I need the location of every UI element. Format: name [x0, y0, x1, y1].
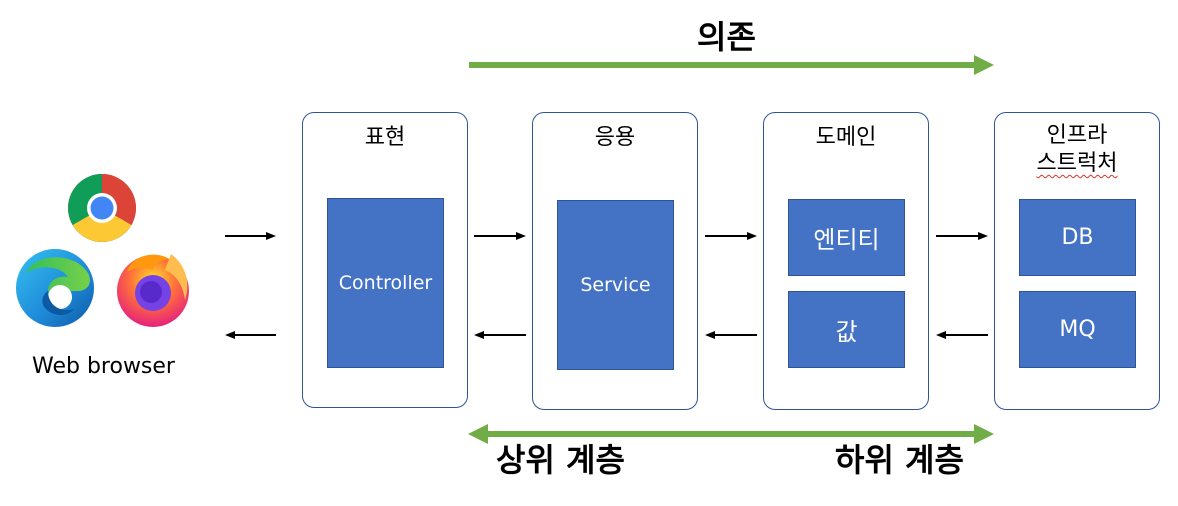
upper-layer-label: 상위 계층: [496, 441, 625, 479]
firefox-icon: [117, 254, 189, 327]
component-entity: 엔티티: [788, 199, 905, 276]
component-label: Controller: [338, 272, 433, 294]
layer-domain: 도메인 엔티티 값: [763, 112, 929, 410]
layer-hierarchy-arrow: [468, 424, 994, 444]
response-arrow-domain-application: [705, 331, 757, 339]
dependency-arrow: [469, 55, 994, 75]
component-label: 값: [835, 318, 858, 346]
component-label: 엔티티: [813, 226, 880, 254]
component-db: DB: [1019, 199, 1136, 276]
request-arrow-browser-presentation: [225, 232, 276, 240]
component-label: Service: [580, 274, 651, 296]
dependency-label: 의존: [697, 18, 756, 56]
layer-title-line1: 인프라: [1046, 123, 1108, 148]
chrome-icon: [68, 174, 136, 242]
component-value: 값: [788, 291, 905, 368]
component-controller: Controller: [327, 198, 444, 368]
response-arrow-presentation-browser: [225, 331, 276, 339]
layer-application: 응용 Service: [532, 112, 698, 410]
layer-title-line2-text: 스트럭처: [1036, 151, 1118, 176]
layer-title-line2: 스트럭처: [995, 149, 1159, 179]
response-arrow-application-presentation: [474, 331, 526, 339]
component-label: MQ: [1059, 317, 1096, 342]
response-arrow-infrastructure-domain: [936, 331, 988, 339]
layer-title: 응용: [594, 125, 636, 150]
component-mq: MQ: [1019, 291, 1136, 368]
request-arrow-application-domain: [705, 232, 757, 240]
layer-presentation: 표현 Controller: [302, 112, 468, 408]
request-arrow-presentation-application: [474, 232, 526, 240]
request-arrow-domain-infrastructure: [936, 232, 988, 240]
component-service: Service: [557, 200, 674, 370]
edge-icon: [16, 249, 94, 327]
lower-layer-label: 하위 계층: [835, 441, 964, 479]
layer-infrastructure: 인프라 스트럭처 DB MQ: [994, 112, 1160, 410]
layer-title: 표현: [364, 125, 406, 150]
layer-title: 도메인: [815, 125, 877, 150]
component-label: DB: [1061, 225, 1094, 250]
browser-label: Web browser: [32, 354, 175, 379]
